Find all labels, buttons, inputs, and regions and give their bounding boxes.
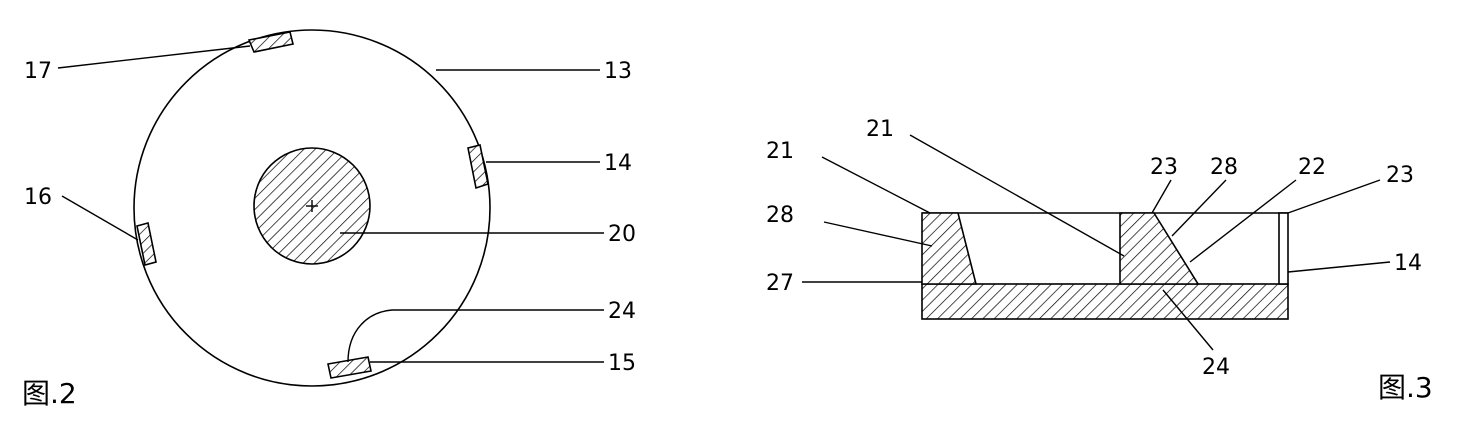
label-16: 16 xyxy=(24,185,52,210)
figure-3-caption: 图.3 xyxy=(1378,371,1433,404)
leader-14 xyxy=(1287,261,1391,273)
label-21a: 21 xyxy=(766,139,794,164)
left-wedge-28 xyxy=(921,212,978,285)
figure-2: 17 13 14 16 20 24 15 图.2 xyxy=(22,29,636,410)
label-14: 14 xyxy=(604,151,632,176)
label-17: 17 xyxy=(24,59,52,84)
leader-28a xyxy=(1171,179,1227,237)
leader-21a xyxy=(821,156,931,214)
slot-14 xyxy=(467,144,489,190)
label-14: 14 xyxy=(1394,251,1422,276)
label-24: 24 xyxy=(608,299,636,324)
label-13: 13 xyxy=(604,59,632,84)
side-wall-14 xyxy=(1278,212,1289,285)
leader-23b xyxy=(1287,179,1381,214)
leader-16 xyxy=(61,195,139,241)
label-24: 24 xyxy=(1202,355,1230,380)
figure-3: 21 21 23 28 22 23 28 27 14 24 图.3 xyxy=(766,117,1433,404)
label-23b: 23 xyxy=(1386,163,1414,188)
label-28b: 28 xyxy=(766,203,794,228)
leader-24 xyxy=(1162,289,1214,351)
label-28a: 28 xyxy=(1210,155,1238,180)
leader-17 xyxy=(57,45,251,69)
slot-15 xyxy=(327,356,372,379)
leader-22 xyxy=(1189,179,1297,263)
leader-28b xyxy=(823,221,933,247)
slot-17 xyxy=(247,31,294,53)
label-23a: 23 xyxy=(1150,155,1178,180)
base-plate-24 xyxy=(921,283,1289,320)
leader-21b xyxy=(909,134,1125,257)
label-15: 15 xyxy=(608,351,636,376)
figure-2-caption: 图.2 xyxy=(22,377,77,410)
label-22: 22 xyxy=(1298,155,1326,180)
slot-16 xyxy=(136,222,157,266)
center-mark xyxy=(306,200,318,212)
label-27: 27 xyxy=(766,271,794,296)
label-21b: 21 xyxy=(866,117,894,142)
center-wedge-28 xyxy=(1119,212,1200,285)
leader-24 xyxy=(347,309,604,363)
leader-23a xyxy=(1151,179,1172,214)
label-20: 20 xyxy=(608,222,636,247)
